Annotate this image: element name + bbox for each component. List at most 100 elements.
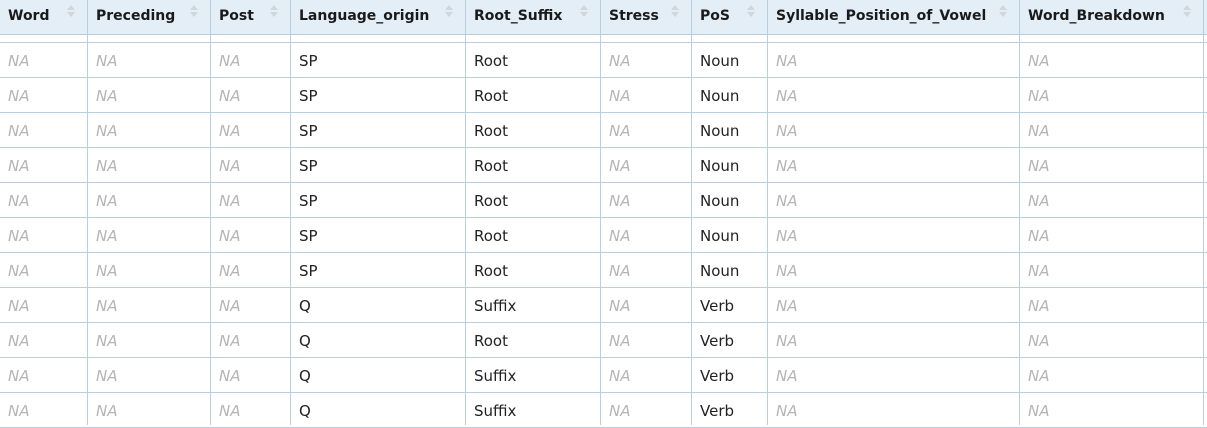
cell-pos: Noun [700,157,740,175]
sort-up-icon [747,5,755,10]
sort-arrows-icon[interactable] [444,3,454,19]
sort-arrows-icon[interactable] [579,3,589,19]
cell-language-origin: SP [299,262,318,280]
sort-down-icon [67,12,75,17]
column-divider [600,35,601,425]
sort-up-icon [1183,5,1191,10]
cell-root-suffix: Root [474,227,508,245]
column-header-syllable-position-of-vowel[interactable]: Syllable_Position_of_Vowel [768,0,1020,34]
cell-stress: NA [609,52,631,70]
sort-down-icon [671,12,679,17]
column-header-root-suffix[interactable]: Root_Suffix [466,0,601,34]
column-header-label: PoS [700,8,730,24]
cell-syllable-position-of-vowel: NA [776,367,798,385]
cell-pos: Verb [700,332,735,350]
column-divider [1203,35,1204,425]
sort-down-icon [1183,12,1191,17]
cell-stress: NA [609,87,631,105]
column-header-label: Stress [609,8,659,24]
cell-word-breakdown: NA [1028,122,1050,140]
sort-up-icon [190,5,198,10]
cell-stress: NA [609,402,631,420]
sort-up-icon [671,5,679,10]
column-header-label: Word [8,8,50,24]
cell-pos: Verb [700,297,735,315]
cell-post: NA [219,332,241,350]
sort-arrows-icon[interactable] [269,3,279,19]
column-divider [210,35,211,425]
column-header-pos[interactable]: PoS [692,0,768,34]
column-header-label: Preceding [96,8,176,24]
cell-root-suffix: Root [474,332,508,350]
cell-pos: Noun [700,87,740,105]
cell-language-origin: Q [299,332,311,350]
sort-arrows-icon[interactable] [66,3,76,19]
sort-up-icon [580,5,588,10]
cell-root-suffix: Root [474,192,508,210]
cell-preceding: NA [96,87,118,105]
column-divider [290,35,291,425]
cell-word: NA [8,122,30,140]
sort-arrows-icon[interactable] [1182,3,1192,19]
cell-word-breakdown: NA [1028,262,1050,280]
cell-language-origin: SP [299,87,318,105]
cell-stress: NA [609,262,631,280]
sort-down-icon [999,12,1007,17]
column-header-preceding[interactable]: Preceding [88,0,211,34]
column-header-word-breakdown[interactable]: Word_Breakdown [1020,0,1204,34]
cell-preceding: NA [96,402,118,420]
cell-stress: NA [609,367,631,385]
cell-pos: Noun [700,52,740,70]
cell-post: NA [219,297,241,315]
column-header-post[interactable]: Post [211,0,291,34]
cell-syllable-position-of-vowel: NA [776,87,798,105]
cell-root-suffix: Suffix [474,402,517,420]
cell-preceding: NA [96,367,118,385]
cell-root-suffix: Suffix [474,367,517,385]
column-header-language-origin[interactable]: Language_origin [291,0,466,34]
column-divider [691,35,692,425]
cell-word-breakdown: NA [1028,402,1050,420]
cell-stress: NA [609,297,631,315]
cell-syllable-position-of-vowel: NA [776,227,798,245]
cell-language-origin: SP [299,52,318,70]
cell-syllable-position-of-vowel: NA [776,52,798,70]
sort-arrows-icon[interactable] [998,3,1008,19]
cell-root-suffix: Root [474,52,508,70]
cell-language-origin: SP [299,157,318,175]
cell-syllable-position-of-vowel: NA [776,262,798,280]
cell-language-origin: SP [299,122,318,140]
cell-syllable-position-of-vowel: NA [776,122,798,140]
cell-word: NA [8,297,30,315]
cell-stress: NA [609,192,631,210]
cell-word-breakdown: NA [1028,227,1050,245]
cell-post: NA [219,367,241,385]
cell-word-breakdown: NA [1028,157,1050,175]
sort-arrows-icon[interactable] [670,3,680,19]
column-header-label: Language_origin [299,8,430,24]
sort-up-icon [999,5,1007,10]
cell-pos: Noun [700,227,740,245]
cell-post: NA [219,87,241,105]
cell-word-breakdown: NA [1028,332,1050,350]
sort-arrows-icon[interactable] [746,3,756,19]
cell-preceding: NA [96,332,118,350]
column-header-stress[interactable]: Stress [601,0,692,34]
column-header-label: Syllable_Position_of_Vowel [776,8,987,24]
column-header-word[interactable]: Word [0,0,88,34]
sort-arrows-icon[interactable] [189,3,199,19]
cell-syllable-position-of-vowel: NA [776,332,798,350]
cell-word: NA [8,157,30,175]
cell-preceding: NA [96,297,118,315]
